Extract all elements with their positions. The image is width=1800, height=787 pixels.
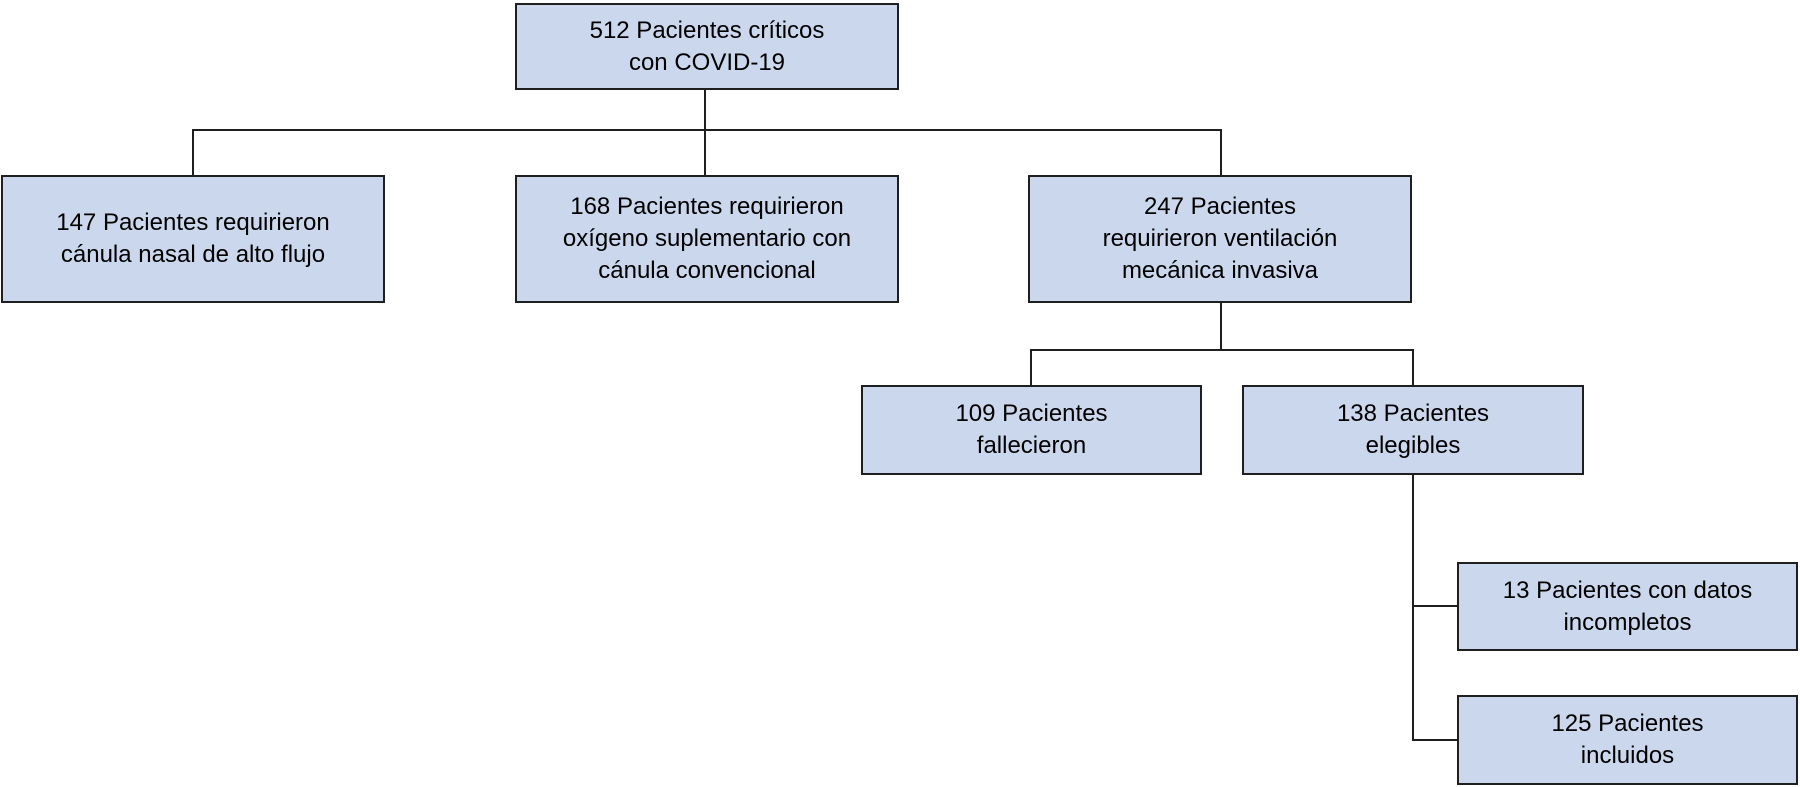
node-ventilacion-invasiva-label: 247 Pacientes requirieron ventilación me… <box>1102 193 1338 284</box>
node-datos-incompletos-label: 13 Pacientes con datos incompletos <box>1502 576 1753 636</box>
node-fallecieron-label: 109 Pacientes fallecieron <box>955 400 1108 459</box>
node-pacientes-criticos: 512 Pacientes críticos con COVID-19 <box>515 3 899 90</box>
connector-drop-fallecieron <box>1030 349 1032 386</box>
node-elegibles: 138 Pacientes elegibles <box>1242 385 1584 475</box>
node-fallecieron: 109 Pacientes fallecieron <box>861 385 1202 475</box>
connector-level2-horizontal <box>1030 349 1414 351</box>
node-pacientes-criticos-label: 512 Pacientes críticos con COVID-19 <box>589 16 825 76</box>
connector-root-down <box>704 90 706 131</box>
connector-stub-incompletos <box>1412 605 1457 607</box>
connector-drop-ventilacion <box>1220 129 1222 175</box>
node-canula-convencional-label: 168 Pacientes requirieron oxígeno suplem… <box>562 193 852 284</box>
connector-ventilacion-down <box>1220 303 1222 351</box>
node-incluidos: 125 Pacientes incluidos <box>1457 695 1798 785</box>
connector-elegibles-down <box>1412 475 1414 741</box>
connector-drop-convencional <box>704 129 706 175</box>
node-canula-convencional: 168 Pacientes requirieron oxígeno suplem… <box>515 175 899 303</box>
node-ventilacion-invasiva: 247 Pacientes requirieron ventilación me… <box>1028 175 1412 303</box>
connector-drop-elegibles <box>1412 349 1414 386</box>
node-elegibles-label: 138 Pacientes elegibles <box>1336 400 1490 459</box>
node-canula-alto-flujo-label: 147 Pacientes requirieron cánula nasal d… <box>56 209 330 268</box>
connector-drop-alto-flujo <box>192 129 194 175</box>
connector-level1-horizontal <box>192 129 1222 131</box>
connector-stub-incluidos <box>1412 739 1457 741</box>
node-datos-incompletos: 13 Pacientes con datos incompletos <box>1457 562 1798 651</box>
node-incluidos-label: 125 Pacientes incluidos <box>1551 710 1704 769</box>
node-canula-alto-flujo: 147 Pacientes requirieron cánula nasal d… <box>1 175 385 303</box>
